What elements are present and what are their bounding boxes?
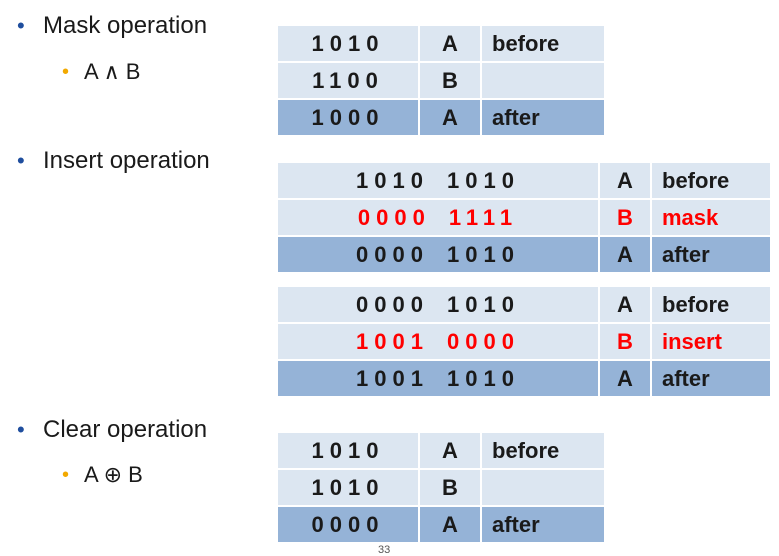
bits-low: 1111 [448, 204, 519, 230]
insert-mask-table: 1010 1010 A before 0000 1111 B mask 0000 10… [276, 161, 772, 274]
note-cell: before [650, 285, 772, 324]
sub-bullet-dot-icon: • [62, 61, 70, 83]
table-row: 1010 B [276, 468, 606, 507]
bits-cell: 0000 1010 [276, 285, 600, 324]
bits-cell: 0000 1111 [276, 198, 600, 237]
bullet-dot-icon: • [17, 13, 25, 38]
bits-cell: 1001 1010 [276, 359, 600, 398]
sub-bullet-dot-icon: • [62, 464, 70, 486]
bits-low: 0000 [447, 328, 520, 354]
bits-low: 1010 [447, 291, 520, 317]
bullet-dot-icon: • [17, 148, 25, 173]
bits-cell: 1000 [276, 98, 420, 137]
operand-cell: A [418, 431, 482, 470]
clear-table: 1010 A before 1010 B 0000 A after [276, 431, 606, 544]
bits-cell: 1010 1010 [276, 161, 600, 200]
table-row: 1010 1010 A before [276, 161, 772, 200]
table-row: 0000 1111 B mask [276, 198, 772, 237]
operand-cell: A [598, 359, 652, 398]
clear-formula: A ⊕ B [84, 462, 143, 487]
bits-cell: 1010 [276, 468, 420, 507]
mask-formula: A ∧ B [84, 59, 141, 84]
bits-cell: 0000 1010 [276, 235, 600, 274]
note-cell: before [650, 161, 772, 200]
note-cell: before [480, 24, 606, 63]
operand-cell: B [598, 198, 652, 237]
table-row: 0000 A after [276, 505, 606, 544]
operand-cell: A [418, 98, 482, 137]
sub-bullet-clear-formula: • A ⊕ B [62, 462, 143, 488]
table-row: 1000 A after [276, 98, 606, 137]
bullet-mask-operation: • Mask operation [17, 12, 208, 40]
bits-cell: 0000 [276, 505, 420, 544]
bits-low: 1010 [447, 167, 520, 193]
insert-operation-title: Insert operation [43, 147, 210, 174]
operand-cell: A [598, 285, 652, 324]
bullet-insert-operation: • Insert operation [17, 147, 210, 175]
operand-cell: B [418, 468, 482, 507]
bits-high: 1001 [356, 365, 429, 391]
bits-high: 0000 [356, 241, 429, 267]
bits-high: 1010 [356, 167, 429, 193]
note-cell [480, 61, 606, 100]
bullet-dot-icon: • [17, 417, 25, 442]
operand-cell: B [598, 322, 652, 361]
table-row: 0000 1010 A after [276, 235, 772, 274]
operand-cell: A [418, 24, 482, 63]
mask-operation-title: Mask operation [43, 12, 208, 39]
bits-high: 0000 [357, 204, 431, 230]
note-cell: insert [650, 322, 772, 361]
operand-cell: A [418, 505, 482, 544]
mask-table: 1010 A before 1100 B 1000 A after [276, 24, 606, 137]
note-cell: mask [650, 198, 772, 237]
bits-cell: 1100 [276, 61, 420, 100]
sub-bullet-mask-formula: • A ∧ B [62, 59, 141, 85]
table-row: 1010 A before [276, 431, 606, 470]
bits-low: 1010 [447, 365, 520, 391]
note-cell: after [650, 235, 772, 274]
note-cell: before [480, 431, 606, 470]
page-number: 33 [378, 544, 391, 556]
note-cell [480, 468, 606, 507]
clear-operation-title: Clear operation [43, 416, 208, 443]
table-row: 1001 1010 A after [276, 359, 772, 398]
table-row: 1001 0000 B insert [276, 322, 772, 361]
bits-low: 1010 [447, 241, 520, 267]
note-cell: after [480, 98, 606, 137]
bits-cell: 1001 0000 [276, 322, 600, 361]
operand-cell: B [418, 61, 482, 100]
bits-cell: 1010 [276, 24, 420, 63]
note-cell: after [480, 505, 606, 544]
table-row: 1100 B [276, 61, 606, 100]
table-row: 0000 1010 A before [276, 285, 772, 324]
operand-cell: A [598, 161, 652, 200]
operand-cell: A [598, 235, 652, 274]
bits-high: 1001 [356, 328, 429, 354]
table-row: 1010 A before [276, 24, 606, 63]
bullet-clear-operation: • Clear operation [17, 416, 208, 444]
note-cell: after [650, 359, 772, 398]
bits-high: 0000 [356, 291, 429, 317]
insert-insert-table: 0000 1010 A before 1001 0000 B insert 1001… [276, 285, 772, 398]
bits-cell: 1010 [276, 431, 420, 470]
